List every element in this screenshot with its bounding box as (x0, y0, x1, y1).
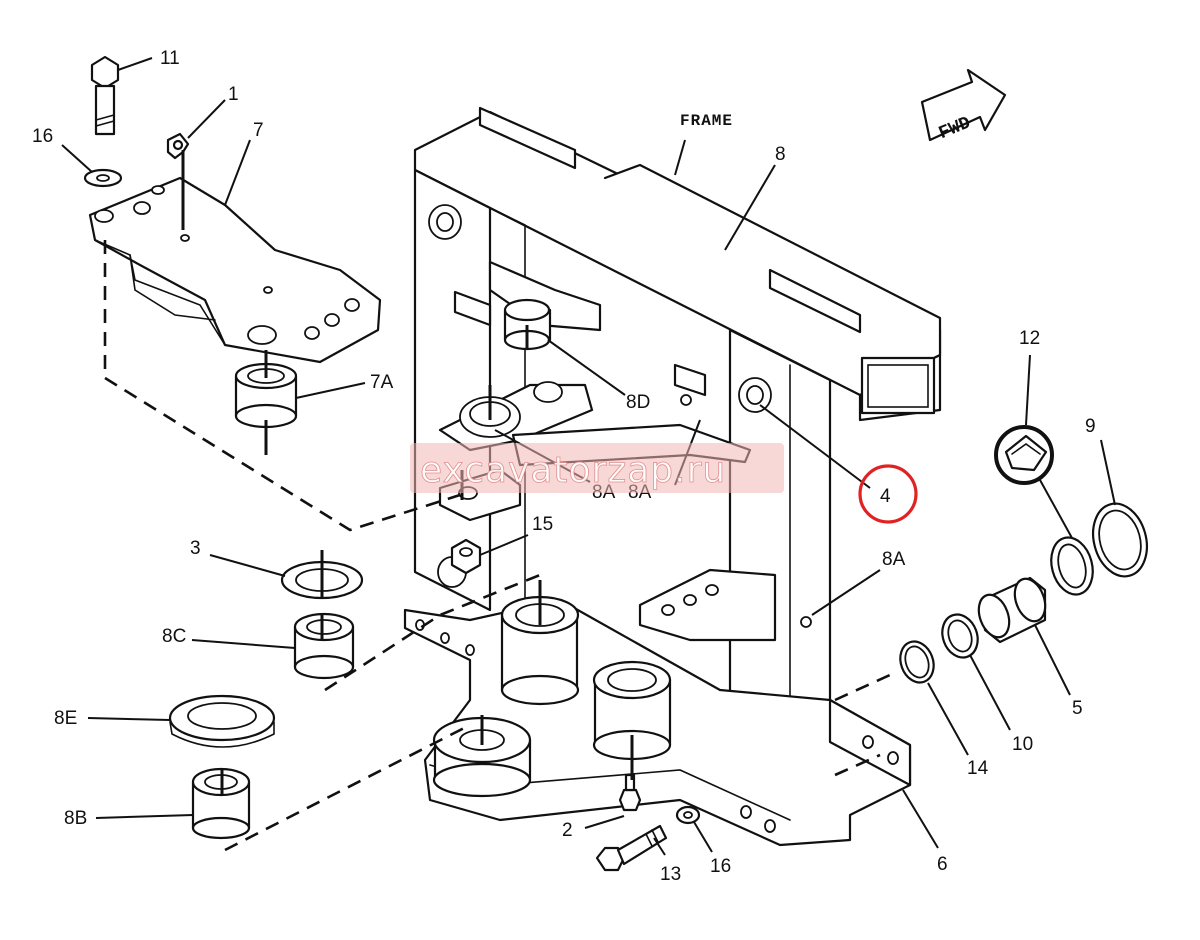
callout-1: 1 (228, 84, 239, 105)
bolt-13 (595, 824, 668, 872)
bushing-8c (293, 612, 355, 680)
forward-arrow: FWD (920, 68, 1007, 144)
grease-fitting-2 (618, 773, 642, 812)
washer-16-bottom (675, 805, 701, 825)
callout-15: 15 (532, 514, 553, 535)
callout-2: 2 (562, 820, 573, 841)
callout-4: 4 (880, 486, 891, 507)
spacer-12-ring (1050, 536, 1094, 596)
callout-8: 8 (775, 144, 786, 165)
callout-9: 9 (1085, 416, 1096, 437)
callout-8a-right: 8A (882, 549, 906, 570)
callout-10: 10 (1012, 734, 1033, 755)
callout-8b: 8B (64, 808, 87, 829)
callout-6: 6 (937, 854, 948, 875)
watermark: excavatorzap.ru (410, 443, 784, 493)
watermark-text: excavatorzap.ru (420, 450, 726, 491)
detail-12-circle (994, 425, 1054, 485)
highlight-circle (858, 464, 918, 524)
bushing-7a (234, 362, 298, 429)
callout-16-bottom: 16 (710, 856, 731, 877)
callout-3: 3 (190, 538, 201, 559)
grease-fitting-1 (166, 132, 190, 160)
frame-label: FRAME (680, 112, 733, 130)
callout-13: 13 (660, 864, 681, 885)
seal-8e (168, 694, 276, 748)
callout-12: 12 (1019, 328, 1040, 349)
washer-16-top (83, 168, 123, 188)
callout-7: 7 (253, 120, 264, 141)
callout-7a: 7A (370, 372, 394, 393)
callout-8d: 8D (626, 392, 650, 413)
o-ring-14 (899, 640, 935, 684)
callout-16-top: 16 (32, 126, 53, 147)
steering-arm-7 (88, 176, 382, 364)
callout-5: 5 (1072, 698, 1083, 719)
callout-14: 14 (967, 758, 989, 779)
callout-8c: 8C (162, 626, 186, 647)
callout-11: 11 (160, 48, 180, 69)
nut-15 (450, 538, 482, 575)
callout-labels: FRAME 11 1 16 7 8 7A 8D 8A 8A 4 12 9 3 1… (32, 48, 1096, 885)
callout-8e: 8E (54, 708, 77, 729)
ring-9 (1092, 502, 1148, 578)
bolt-11 (90, 55, 120, 136)
pin-5 (977, 576, 1047, 644)
ring-10 (941, 613, 979, 659)
callout-leaders (61, 57, 1116, 856)
